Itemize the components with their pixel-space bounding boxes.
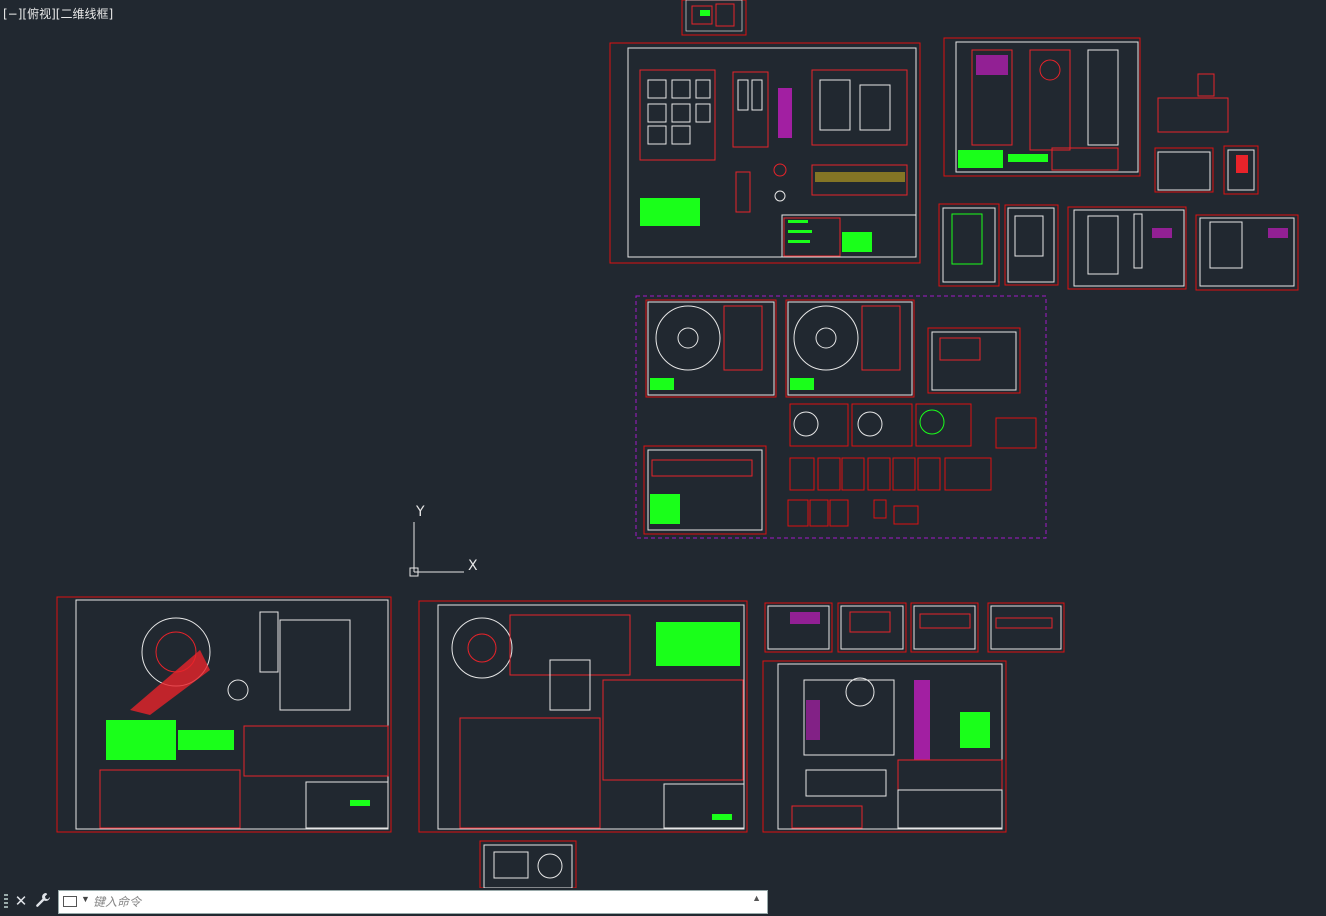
sheet-top-small[interactable] [681,0,747,36]
drawing-canvas[interactable]: Y X [0,0,1326,888]
sheet-jaw-plate[interactable] [943,37,1141,177]
command-input-box[interactable]: ▼ ▲ [58,890,768,914]
sheet-section-assembly[interactable] [418,600,748,833]
drag-handle[interactable] [4,894,8,910]
flywheel-group-boundary[interactable] [635,295,1047,539]
close-icon[interactable]: ✕ [14,893,28,910]
model-space-viewport[interactable]: [−][俯视][二维线框] [0,0,1326,888]
ucs-x-label: X [468,558,478,574]
ucs-y-label: Y [415,504,425,520]
sheet-row-parts[interactable] [938,203,1299,291]
command-input[interactable] [93,893,733,911]
sheet-frame-detail[interactable] [762,660,1007,833]
sheet-parts-cluster-a[interactable] [1154,73,1259,195]
command-prompt-icon[interactable] [63,896,77,907]
viewport-controls-label[interactable]: [−][俯视][二维线框] [3,7,114,21]
wrench-icon-glyph [36,893,50,907]
sheet-general-assembly[interactable] [56,596,392,833]
command-line-bar: ✕ ▼ ▲ [0,888,1326,916]
sheet-parts-row-b[interactable] [764,602,1065,653]
wrench-icon[interactable] [34,892,52,912]
sheet-frame-assembly[interactable] [609,42,921,264]
chevron-up-icon[interactable]: ▲ [752,893,761,903]
ucs-icon: Y X [409,504,478,577]
sheet-motor[interactable] [479,840,577,888]
chevron-down-icon[interactable]: ▼ [81,894,90,904]
